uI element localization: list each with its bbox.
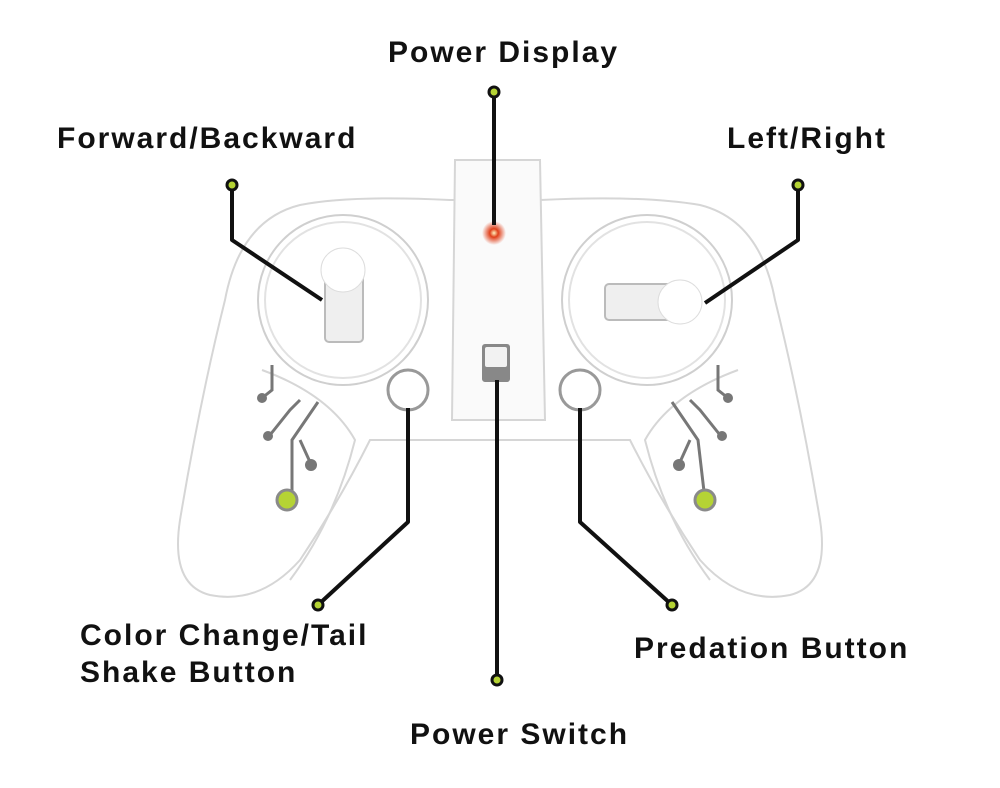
callout-dot (311, 598, 325, 612)
label-predation: Predation Button (634, 632, 910, 665)
callout-dot (791, 178, 805, 192)
right-stick (561, 214, 733, 386)
circuit-dot-right-green (693, 488, 717, 512)
circuit-dots-left (257, 393, 317, 471)
leader-left-right (703, 185, 800, 305)
predation-button (558, 368, 602, 412)
label-power-display: Power Display (388, 36, 620, 69)
label-left-right: Left/Right (727, 122, 887, 155)
power-led (482, 221, 506, 245)
circuit-decoration-right (670, 365, 729, 501)
label-forward-backward: Forward/Backward (57, 122, 358, 155)
leader-predation (578, 408, 674, 607)
leader-color-change (316, 408, 410, 607)
callout-dot (225, 178, 239, 192)
circuit-dot-left-green (275, 488, 299, 512)
power-switch (482, 344, 510, 382)
callout-dot (487, 85, 501, 99)
callout-dot (665, 598, 679, 612)
label-color-change-line1: Color Change/Tail (80, 619, 369, 652)
circuit-dots-right (673, 393, 733, 471)
label-power-switch: Power Switch (410, 718, 630, 751)
left-stick (257, 214, 429, 386)
callout-dot (490, 673, 504, 687)
leader-forward-backward (230, 185, 324, 302)
color-change-button (386, 368, 430, 412)
label-color-change-line2: Shake Button (80, 656, 298, 689)
